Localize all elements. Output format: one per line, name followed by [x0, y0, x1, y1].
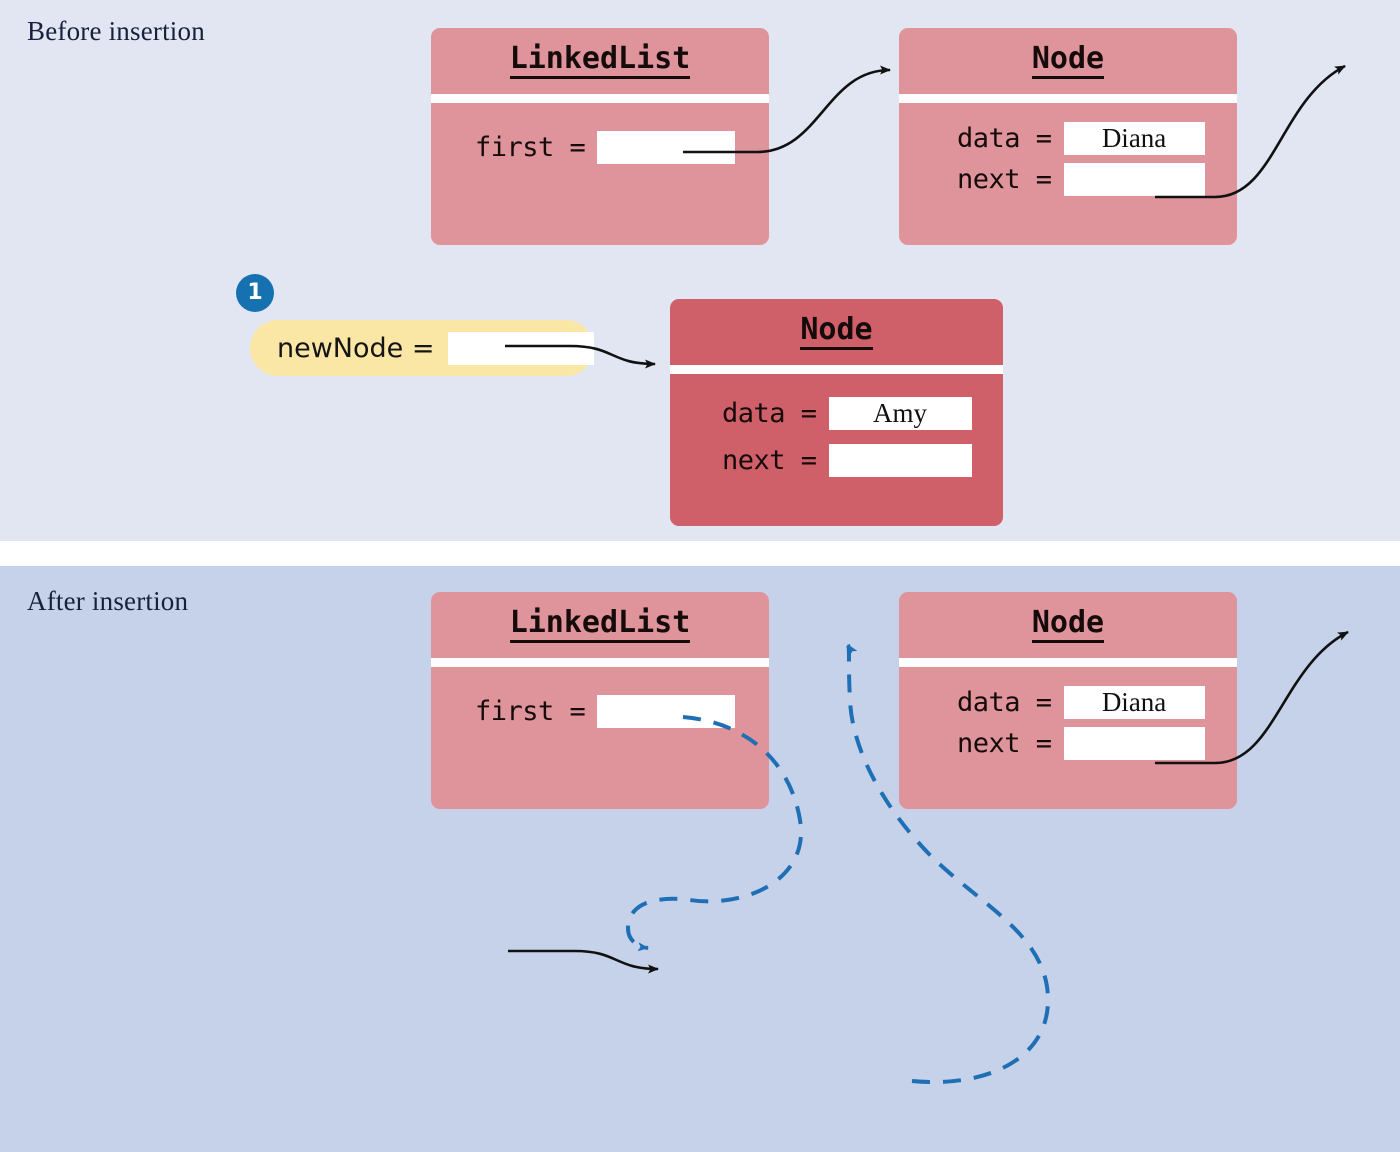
box-divider [899, 94, 1237, 103]
panel-after-insertion: After insertion LinkedList first = Node [0, 566, 1400, 1152]
field-data-diana-before: data = Diana [957, 122, 1205, 155]
linkedlist-header-after: LinkedList [431, 592, 769, 658]
slot-newnode-before [448, 331, 594, 365]
slot-data-diana-after: Diana [1063, 686, 1205, 719]
node-diana-header-after: Node [899, 592, 1237, 658]
box-divider [431, 658, 769, 667]
field-data-diana-after: data = Diana [957, 686, 1205, 719]
field-next-amy-before: next = [722, 444, 972, 477]
node-diana-box-after: Node data = Diana next = [899, 592, 1237, 809]
slot-data-diana-before: Diana [1063, 122, 1205, 155]
field-next-diana-before: next = [957, 163, 1205, 196]
newnode-pill-before: newNode = [250, 320, 594, 376]
panel-title-before: Before insertion [27, 16, 205, 46]
panel-before-insertion: Before insertion LinkedList first = Node [0, 0, 1400, 541]
slot-data-amy-before: Amy [828, 397, 972, 430]
linkedlist-box-after: LinkedList first = [431, 592, 769, 809]
field-first-before: first = [475, 131, 736, 164]
slot-next-diana-after [1063, 727, 1205, 760]
linkedlist-header-before: LinkedList [431, 28, 769, 94]
field-next-diana-after: next = [957, 727, 1205, 760]
slot-first-after [597, 695, 736, 728]
node-amy-header-before: Node [670, 299, 1003, 365]
node-amy-box-before: Node data = Amy next = [670, 299, 1003, 526]
slot-next-diana-before [1063, 163, 1205, 196]
field-first-after: first = [475, 695, 736, 728]
step-marker-1: 1 [236, 274, 274, 312]
slot-next-amy-before [828, 444, 972, 477]
panel-title-after: After insertion [27, 586, 189, 616]
field-data-amy-before: data = Amy [722, 397, 972, 430]
box-divider [899, 658, 1237, 667]
newnode-label-before: newNode = [277, 332, 435, 364]
box-divider [670, 365, 1003, 374]
slot-first-before [597, 131, 736, 164]
box-divider [431, 94, 769, 103]
linkedlist-box-before: LinkedList first = [431, 28, 769, 245]
node-diana-header-before: Node [899, 28, 1237, 94]
node-diana-box-before: Node data = Diana next = [899, 28, 1237, 245]
